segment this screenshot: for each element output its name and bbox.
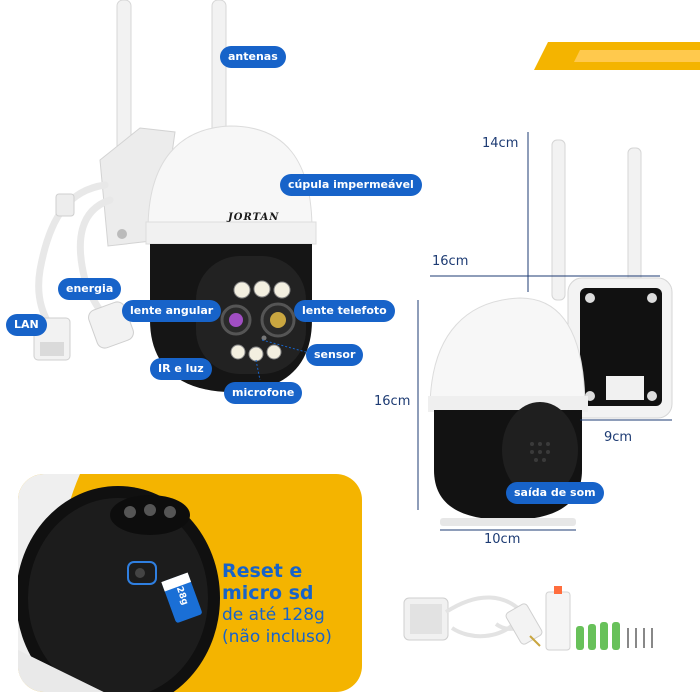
dimension-lines [417,132,672,531]
speaker-label: saída de som [506,482,604,504]
power-label: energia [58,278,122,300]
accessories [403,586,653,651]
side-camera [428,139,673,526]
wide-lens-label: lente angular [122,300,222,322]
sd-info-line2: micro sd [222,582,314,604]
sd-closeup-camera [18,474,220,692]
antennas-label: antenas [220,46,286,68]
dimension-height: 16cm [374,394,411,409]
sd-info-line1: Reset e [222,560,303,582]
main-camera [99,0,317,392]
sd-info-line4: (não incluso) [222,627,332,647]
brand-logo: JORTAN [228,212,280,223]
dimension-antenna-height: 14cm [482,136,519,151]
lan-label: LAN [6,314,47,336]
dimension-width-top: 16cm [432,254,469,269]
dimension-depth: 9cm [604,430,633,445]
microphone-label: microfone [224,382,303,404]
dimension-base-width: 10cm [484,532,521,547]
sd-info-line3: de até 128g [222,605,325,625]
dome-label: cúpula impermeável [280,174,422,196]
ir-light-label: IR e luz [150,358,212,380]
sd-card-info: Reset e micro sd de até 128g (não inclus… [222,560,332,648]
corner-stripe [534,42,700,70]
tele-lens-label: lente telefoto [294,300,395,322]
sensor-label: sensor [306,344,364,366]
